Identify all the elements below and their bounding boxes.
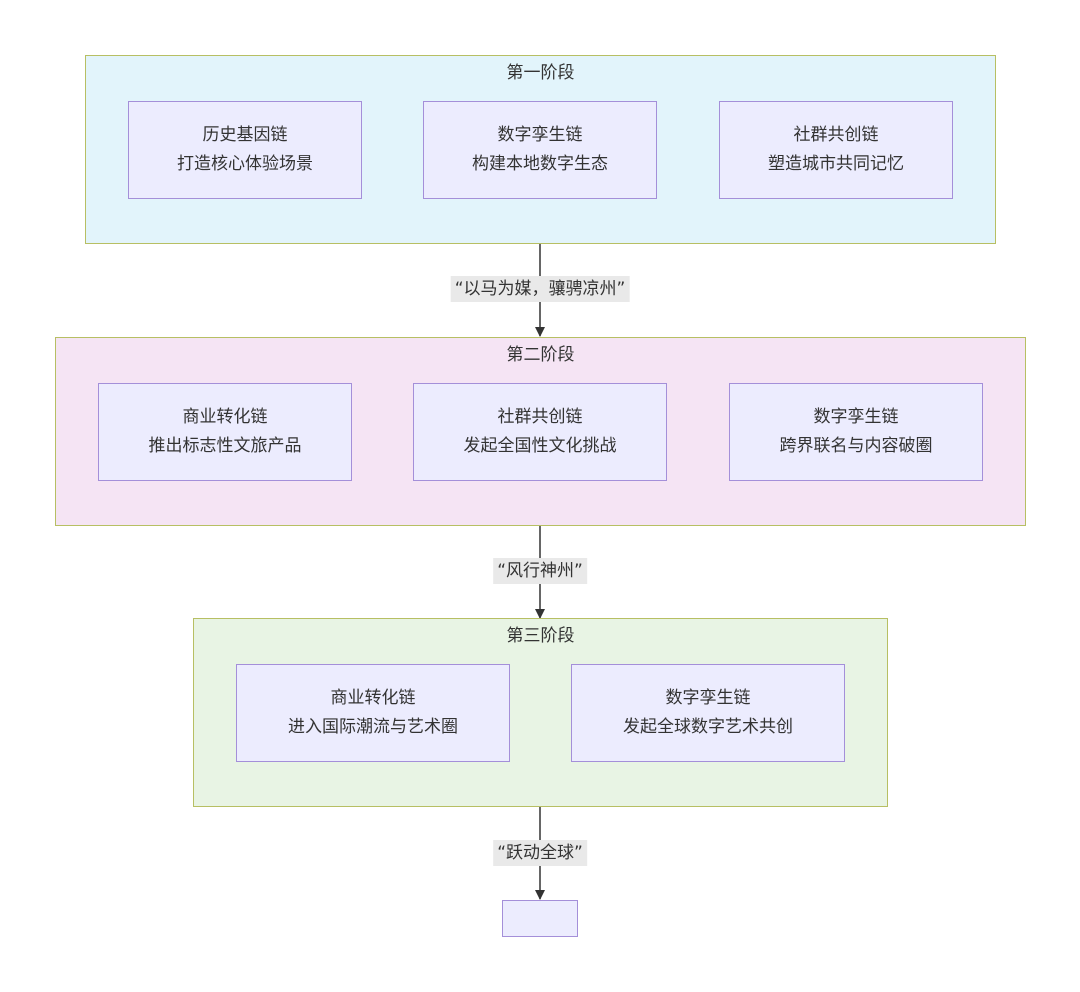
stage-1-title: 第一阶段	[506, 63, 575, 83]
node-line2: 发起全国性文化挑战	[463, 436, 617, 456]
node-commercial-conversion-chain[interactable]: 商业转化链 进入国际潮流与艺术圈	[236, 664, 510, 762]
edge-label-2: “风行神州”	[493, 558, 587, 584]
node-community-cocreation-chain[interactable]: 社群共创链 塑造城市共同记忆	[719, 101, 953, 199]
node-line2: 推出标志性文旅产品	[148, 436, 302, 456]
node-line1: 数字孪生链	[813, 407, 899, 427]
node-line2: 构建本地数字生态	[472, 154, 608, 174]
node-line2: 进入国际潮流与艺术圈	[288, 717, 458, 737]
stage-2-container: 第二阶段 商业转化链 推出标志性文旅产品 社群共创链 发起全国性文化挑战 数字孪…	[55, 337, 1026, 526]
stage-2-title: 第二阶段	[506, 345, 575, 365]
node-line2: 跨界联名与内容破圈	[779, 436, 933, 456]
stage-3-container: 第三阶段 商业转化链 进入国际潮流与艺术圈 数字孪生链 发起全球数字艺术共创	[193, 618, 888, 807]
node-line2: 塑造城市共同记忆	[768, 154, 904, 174]
node-line1: 数字孪生链	[497, 125, 583, 145]
node-line1: 商业转化链	[182, 407, 268, 427]
node-line1: 社群共创链	[497, 407, 583, 427]
node-digital-twin-chain[interactable]: 数字孪生链 跨界联名与内容破圈	[729, 383, 983, 481]
node-community-cocreation-chain[interactable]: 社群共创链 发起全国性文化挑战	[413, 383, 667, 481]
node-history-gene-chain[interactable]: 历史基因链 打造核心体验场景	[128, 101, 362, 199]
stage-1-container: 第一阶段 历史基因链 打造核心体验场景 数字孪生链 构建本地数字生态 社群共创链…	[85, 55, 996, 244]
node-digital-twin-chain[interactable]: 数字孪生链 发起全球数字艺术共创	[571, 664, 845, 762]
node-line1: 数字孪生链	[665, 688, 751, 708]
node-line2: 打造核心体验场景	[177, 154, 313, 174]
edge-label-1: “以马为媒，骧骋凉州”	[450, 276, 630, 302]
edge-label-3: “跃动全球”	[493, 840, 587, 866]
stage-3-title: 第三阶段	[506, 626, 575, 646]
node-digital-twin-chain[interactable]: 数字孪生链 构建本地数字生态	[423, 101, 657, 199]
node-line1: 社群共创链	[793, 125, 879, 145]
node-line2: 发起全球数字艺术共创	[623, 717, 793, 737]
node-line1: 历史基因链	[202, 125, 288, 145]
node-commercial-conversion-chain[interactable]: 商业转化链 推出标志性文旅产品	[98, 383, 352, 481]
final-node[interactable]	[502, 900, 578, 937]
node-line1: 商业转化链	[330, 688, 416, 708]
